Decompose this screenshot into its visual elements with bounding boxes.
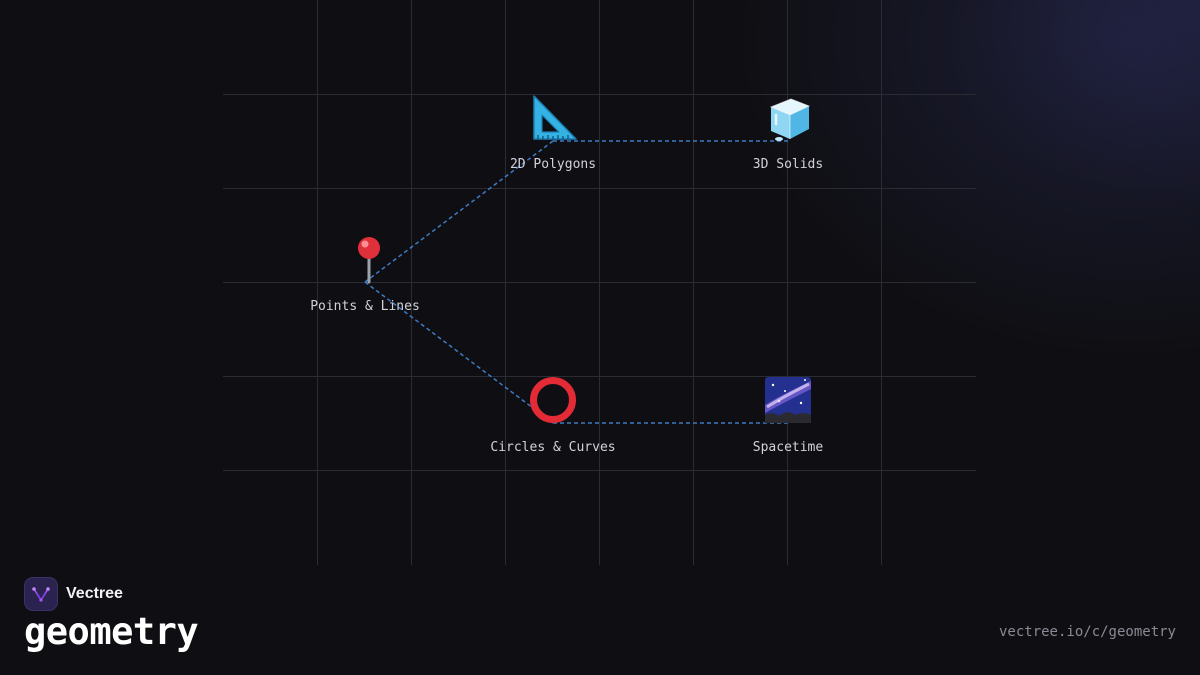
node-label-points: Points & Lines [310, 299, 420, 314]
node-label-spacetime: Spacetime [752, 440, 824, 455]
milky-way-icon [758, 374, 818, 426]
brand-name: Vectree [66, 585, 123, 602]
node-label-polygons: 2D Polygons [509, 157, 597, 172]
vectree-logo-icon [24, 577, 58, 611]
node-label-circles: Circles & Curves [490, 440, 616, 455]
page-title: geometry [24, 610, 199, 653]
node-label-solids: 3D Solids [752, 157, 824, 172]
red-circle-icon [523, 374, 583, 426]
site-url: vectree.io/c/geometry [998, 624, 1176, 640]
brand: Vectree [24, 577, 123, 611]
ice-cube-icon [758, 92, 818, 144]
round-pushpin-icon [335, 233, 395, 285]
background-grid [223, 0, 976, 565]
triangular-ruler-icon [523, 92, 583, 144]
